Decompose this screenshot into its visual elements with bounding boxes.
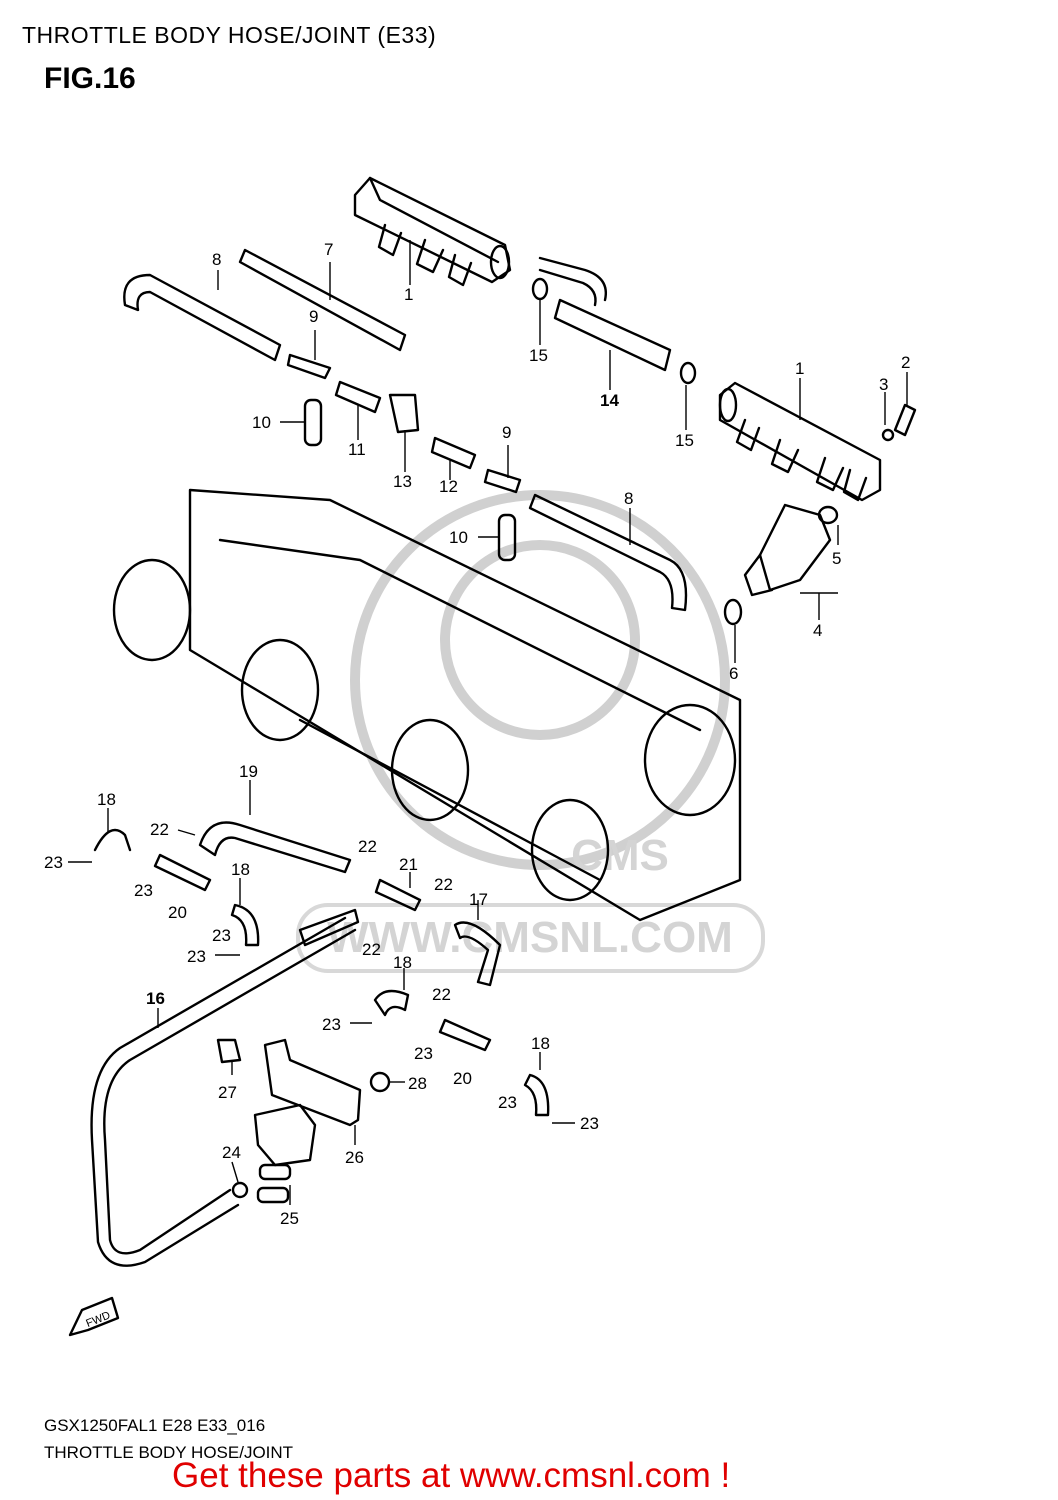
- callout-23-d: 23: [187, 947, 206, 966]
- callout-23-f: 23: [414, 1044, 433, 1063]
- callout-18-b: 18: [231, 860, 250, 879]
- callout-18-d: 18: [531, 1034, 550, 1053]
- callout-14: 14: [600, 391, 619, 410]
- callout-18-c: 18: [393, 953, 412, 972]
- callout-9-upper: 9: [309, 307, 318, 326]
- callout-26: 26: [345, 1148, 364, 1167]
- callout-23-a: 23: [44, 853, 63, 872]
- callout-21: 21: [399, 855, 418, 874]
- callout-28: 28: [408, 1074, 427, 1093]
- callout-10-lower: 10: [449, 528, 468, 547]
- callout-23-e: 23: [322, 1015, 341, 1034]
- fuel-rail-upper: [353, 176, 512, 287]
- callout-15-right: 15: [675, 431, 694, 450]
- fuel-feed-pipe: [531, 256, 697, 385]
- page-header-title: THROTTLE BODY HOSE/JOINT (E33): [22, 22, 437, 48]
- callout-20-a: 20: [168, 903, 187, 922]
- watermark-logo: CMS: [571, 831, 669, 880]
- callout-15-left: 15: [529, 346, 548, 365]
- callout-17: 17: [469, 890, 488, 909]
- callout-9-lower: 9: [502, 423, 511, 442]
- callout-13: 13: [393, 472, 412, 491]
- callout-16: 16: [146, 989, 165, 1008]
- solenoid-valve-bracket: [216, 1038, 391, 1204]
- callout-7: 7: [324, 240, 333, 259]
- throttle-body-assembly: [112, 488, 742, 922]
- forward-direction-arrow: FWD: [68, 1296, 120, 1337]
- callout-18-a: 18: [97, 790, 116, 809]
- callout-24: 24: [222, 1143, 241, 1162]
- callout-10-upper: 10: [252, 413, 271, 432]
- callout-8-lower: 8: [624, 489, 633, 508]
- watermark-banner: [296, 903, 765, 973]
- callout-1-upper: 1: [404, 285, 413, 304]
- callout-23-g: 23: [498, 1093, 517, 1112]
- watermark-text: WWW.CMSNL.COM: [327, 913, 733, 962]
- fuel-rail-lower: [718, 381, 882, 502]
- vacuum-hoses-lower: [93, 821, 550, 1117]
- long-vacuum-hose: [103, 928, 357, 1255]
- callout-27: 27: [218, 1083, 237, 1102]
- watermark-inner-ring: [440, 540, 640, 740]
- callout-22-c: 22: [434, 875, 453, 894]
- long-vacuum-hose-outer: [90, 916, 347, 1267]
- callout-2: 2: [901, 353, 910, 372]
- figure-number: FIG.16: [44, 62, 136, 95]
- callout-22-b: 22: [358, 837, 377, 856]
- promo-link[interactable]: Get these parts at www.cmsnl.com !: [172, 1456, 731, 1495]
- vacuum-hoses-upper: [123, 248, 688, 612]
- callout-20-b: 20: [453, 1069, 472, 1088]
- callout-22-d: 22: [362, 940, 381, 959]
- callout-12: 12: [439, 477, 458, 496]
- watermark-ring: [350, 490, 730, 870]
- callout-22-a: 22: [150, 820, 169, 839]
- callout-23-h: 23: [580, 1114, 599, 1133]
- callout-23-c: 23: [212, 926, 231, 945]
- cms-watermark: WWW.CMSNL.COM CMS: [296, 490, 765, 973]
- callout-11: 11: [348, 440, 366, 459]
- callout-19: 19: [239, 762, 258, 781]
- callout-23-b: 23: [134, 881, 153, 900]
- callout-labels: 1 1 2 3 4 5 6 7 8 8 9 9 10 10 11 12 13 1…: [44, 240, 910, 1228]
- callout-25: 25: [280, 1209, 299, 1228]
- callout-22-e: 22: [432, 985, 451, 1004]
- callout-8-upper: 8: [212, 250, 221, 269]
- fuel-injector: [723, 503, 839, 626]
- model-code: GSX1250FAL1 E28 E33_016: [44, 1416, 266, 1435]
- callout-4: 4: [813, 621, 822, 640]
- callout-5: 5: [832, 549, 841, 568]
- leader-lines: [68, 240, 908, 1205]
- callout-6: 6: [729, 664, 738, 683]
- rail-mounting-screw: [881, 403, 917, 442]
- callout-1-lower: 1: [795, 359, 804, 378]
- callout-3: 3: [879, 375, 888, 394]
- section-title: THROTTLE BODY HOSE/JOINT: [44, 1443, 294, 1462]
